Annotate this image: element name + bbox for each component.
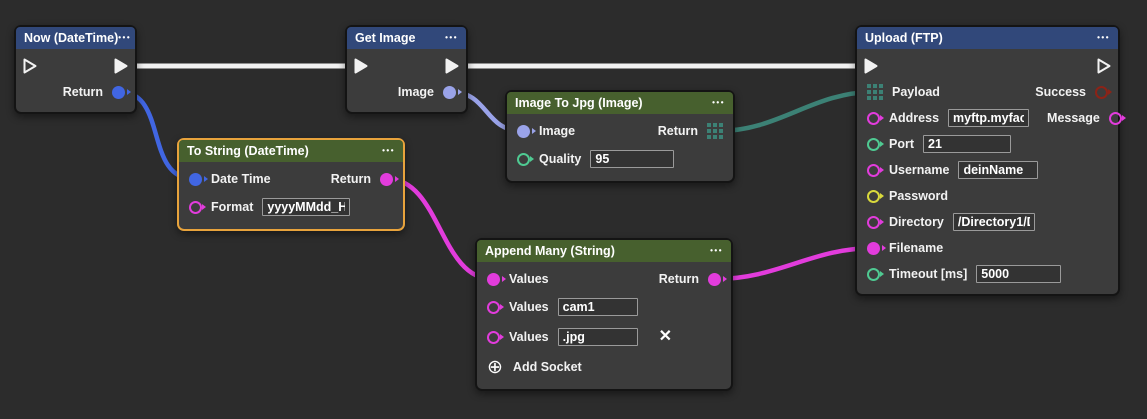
- input-label: Format: [211, 200, 254, 214]
- timeout-input[interactable]: [976, 265, 1062, 283]
- image-output-socket[interactable]: [443, 85, 456, 99]
- output-label: Image: [397, 85, 434, 99]
- bytes-output-socket[interactable]: [707, 123, 723, 139]
- output-label: Success: [1035, 85, 1086, 99]
- values-input-socket-1[interactable]: [487, 300, 500, 314]
- output-label: Return: [658, 272, 699, 286]
- message-output-socket[interactable]: [1108, 111, 1122, 125]
- input-label: Values: [509, 300, 549, 314]
- return-output-socket[interactable]: [380, 172, 393, 186]
- node-upload-ftp[interactable]: Upload (FTP) ••• Payload Success Address: [855, 25, 1122, 296]
- wire-bytes-tojpg-upload[interactable]: [717, 89, 875, 134]
- node-header[interactable]: To String (DateTime) •••: [179, 140, 403, 162]
- exec-out-socket[interactable]: [444, 57, 460, 75]
- timeout-input-socket[interactable]: [867, 267, 880, 281]
- directory-input-socket[interactable]: [867, 215, 880, 229]
- filename-input-socket[interactable]: [867, 241, 880, 255]
- username-input-socket[interactable]: [867, 163, 880, 177]
- input-label: Image: [539, 124, 576, 138]
- exec-in-socket[interactable]: [863, 57, 879, 75]
- node-header[interactable]: Image To Jpg (Image) •••: [507, 92, 733, 114]
- node-menu-icon[interactable]: •••: [710, 246, 723, 255]
- add-socket-icon: ⊕: [487, 356, 503, 378]
- node-append-many[interactable]: Append Many (String) ••• Values Return V…: [475, 238, 733, 391]
- password-input-socket[interactable]: [867, 189, 880, 203]
- output-label: Return: [657, 124, 698, 138]
- node-header[interactable]: Now (DateTime) •••: [16, 27, 135, 49]
- image-input-socket[interactable]: [517, 124, 530, 138]
- quality-input-socket[interactable]: [517, 152, 530, 166]
- input-label: Values: [509, 272, 549, 286]
- success-output-socket[interactable]: [1095, 85, 1108, 99]
- node-menu-icon[interactable]: •••: [1097, 33, 1110, 42]
- node-menu-icon[interactable]: •••: [382, 146, 395, 155]
- node-menu-icon[interactable]: •••: [118, 33, 132, 42]
- output-label: Return: [330, 172, 371, 186]
- node-to-string[interactable]: To String (DateTime) ••• Date Time Retur…: [177, 138, 405, 231]
- input-label: Quality: [539, 152, 582, 166]
- values-input-socket-0[interactable]: [487, 272, 500, 286]
- values-input-socket-2[interactable]: [487, 330, 500, 344]
- add-socket-label: Add Socket: [512, 360, 582, 374]
- exec-out-socket[interactable]: [1096, 57, 1112, 75]
- port-input[interactable]: [923, 135, 1011, 153]
- return-output-socket[interactable]: [708, 272, 721, 286]
- quality-input[interactable]: [590, 150, 675, 168]
- format-input[interactable]: [262, 198, 351, 216]
- node-title: Get Image: [355, 31, 416, 45]
- exec-out-socket[interactable]: [113, 57, 129, 75]
- node-header[interactable]: Get Image •••: [347, 27, 466, 49]
- input-label: Username: [889, 163, 950, 177]
- node-title: Image To Jpg (Image): [515, 96, 643, 110]
- payload-input-socket[interactable]: [867, 84, 883, 100]
- node-header[interactable]: Append Many (String) •••: [477, 240, 731, 262]
- node-menu-icon[interactable]: •••: [445, 33, 458, 42]
- format-input-socket[interactable]: [189, 200, 202, 214]
- input-label: Timeout [ms]: [889, 267, 968, 281]
- address-input[interactable]: [948, 109, 1030, 127]
- output-label: Return: [62, 85, 103, 99]
- input-label: Password: [889, 189, 949, 203]
- input-label: Address: [889, 111, 940, 125]
- input-label: Port: [889, 137, 914, 151]
- node-get-image[interactable]: Get Image ••• Image: [345, 25, 468, 114]
- directory-input[interactable]: [952, 213, 1035, 231]
- node-title: To String (DateTime): [187, 144, 309, 158]
- node-header[interactable]: Upload (FTP) •••: [857, 27, 1118, 49]
- port-input-socket[interactable]: [867, 137, 880, 151]
- input-label: Filename: [889, 241, 944, 255]
- node-now-datetime[interactable]: Now (DateTime) ••• Return: [14, 25, 137, 114]
- node-menu-icon[interactable]: •••: [712, 98, 725, 107]
- address-input-socket[interactable]: [867, 111, 880, 125]
- node-title: Now (DateTime): [24, 31, 119, 45]
- output-label: Message: [1047, 111, 1100, 125]
- username-input[interactable]: [958, 161, 1039, 179]
- add-socket-button[interactable]: ⊕ Add Socket: [487, 358, 582, 377]
- node-image-to-jpg[interactable]: Image To Jpg (Image) ••• Image Return Qu…: [505, 90, 735, 183]
- values-input-1[interactable]: [557, 298, 638, 316]
- exec-in-socket[interactable]: [353, 57, 369, 75]
- exec-in-socket[interactable]: [22, 57, 38, 75]
- remove-socket-icon[interactable]: ✕: [658, 328, 673, 345]
- input-label: Values: [509, 330, 549, 344]
- datetime-input-socket[interactable]: [189, 172, 202, 186]
- return-output-socket[interactable]: [112, 85, 125, 99]
- values-input-2[interactable]: [557, 328, 638, 346]
- node-title: Append Many (String): [485, 244, 615, 258]
- node-title: Upload (FTP): [865, 31, 943, 45]
- input-label: Payload: [892, 85, 940, 99]
- wire-string-append-upload[interactable]: [715, 245, 875, 282]
- input-label: Directory: [889, 215, 944, 229]
- input-label: Date Time: [211, 172, 271, 186]
